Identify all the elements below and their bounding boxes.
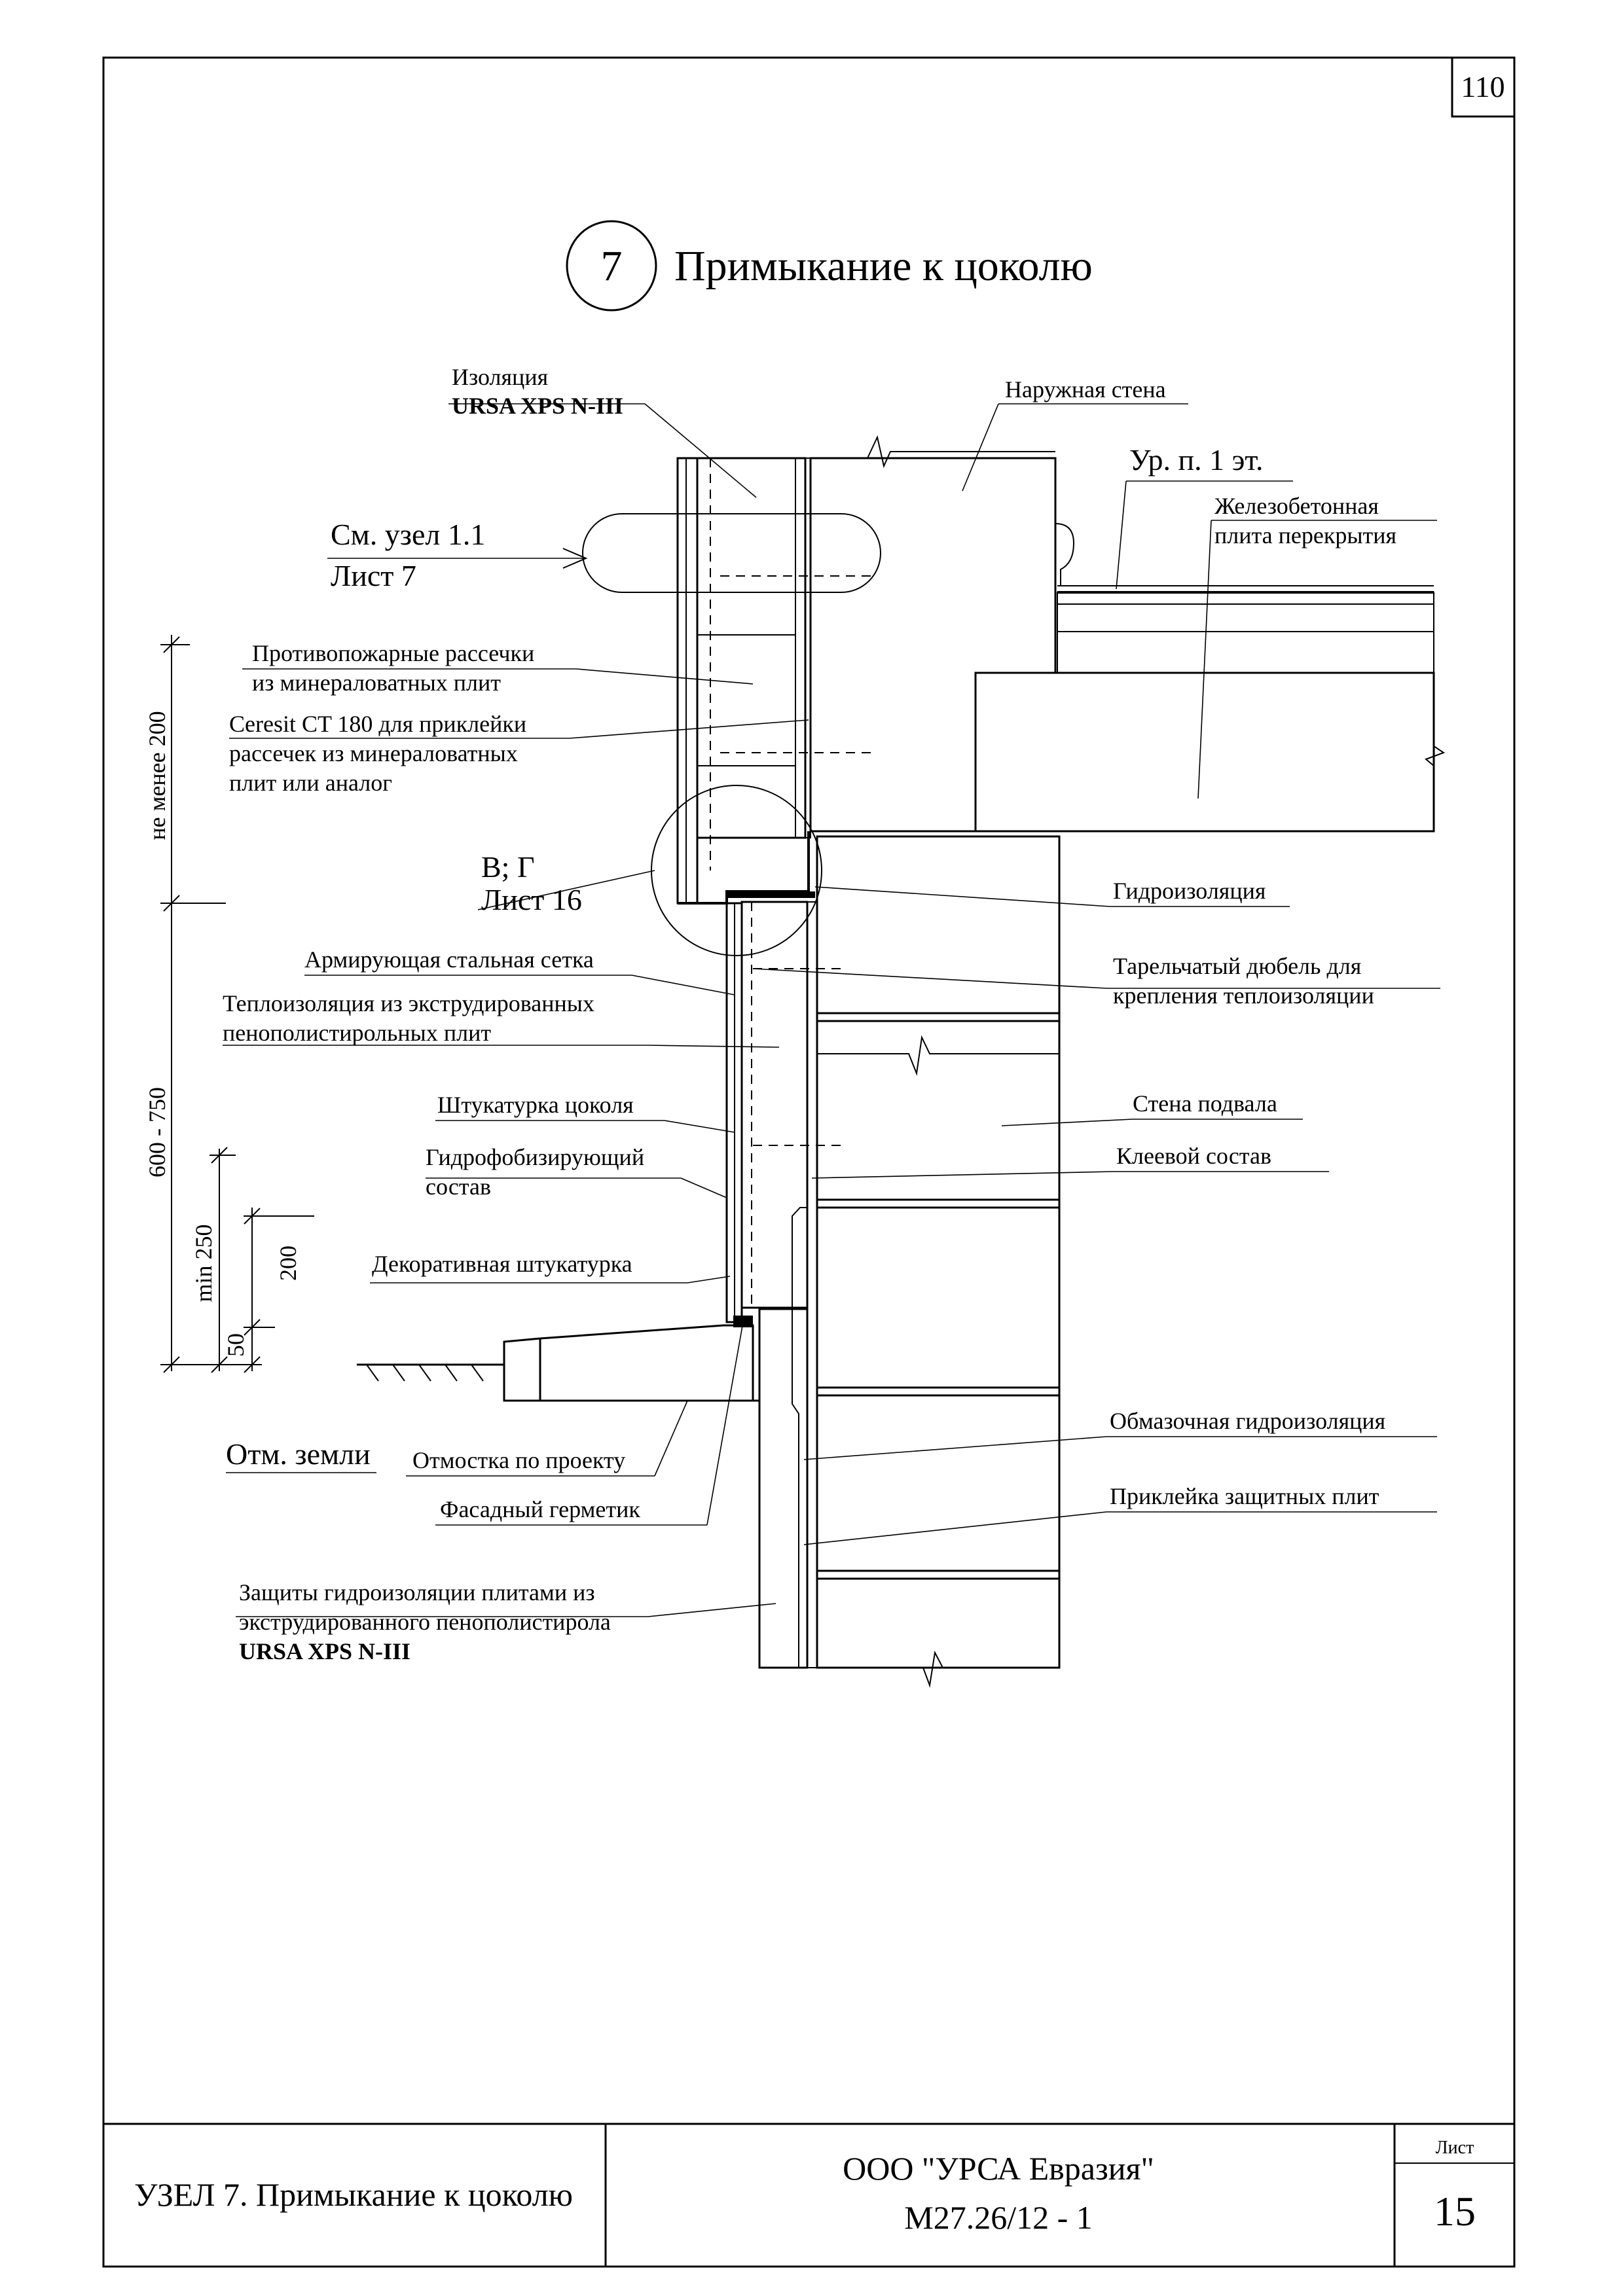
plinth-adhesive [807, 901, 818, 1668]
label-hydrophobic-2: состав [426, 1174, 491, 1200]
label-basement-wall: Стена подвала [1133, 1090, 1277, 1117]
reference-circle [651, 785, 822, 956]
label-adhesive: Клеевой состав [1116, 1143, 1271, 1169]
label-mesh: Армирующая стальная сетка [304, 946, 594, 973]
label-sealant: Фасадный герметик [440, 1496, 640, 1522]
sheet-frame [102, 56, 1516, 2268]
label-ref-vg-2: Лист 16 [481, 883, 582, 916]
leader-lines [223, 403, 1440, 1617]
label-xps-1: Теплоизоляция из экструдированных [223, 990, 594, 1016]
dim-200: 200 [275, 1246, 301, 1281]
callout-labels: Изоляция URSA XPS N-III Наружная стена У… [223, 364, 1396, 1664]
label-plinth-plaster: Штукатурка цоколя [437, 1092, 634, 1118]
label-protect-glue: Приклейка защитных плит [1110, 1483, 1379, 1509]
title-block: УЗЕЛ 7. Примыкание к цоколю ООО "УРСА Ев… [103, 2123, 1514, 2267]
upper-adhesive [795, 457, 811, 838]
title-block-sheet-number: 15 [1434, 2188, 1476, 2234]
label-insulation-2: URSA XPS N-III [452, 393, 623, 419]
basement-wall-hatched [816, 1206, 1061, 1389]
label-blind-area: Отмостка по проекту [412, 1447, 625, 1473]
dim-not-less-200: не менее 200 [144, 711, 170, 840]
label-see-node-1: См. узел 1.1 [331, 518, 485, 551]
dimension-lines [160, 635, 314, 1373]
title-block-doc-code: М27.26/12 - 1 [904, 2199, 1093, 2236]
label-ground-level: Отм. земли [226, 1437, 371, 1471]
fire-break [697, 634, 796, 766]
sheet-number-box [1451, 56, 1516, 118]
step-waterproofing [727, 891, 815, 898]
dim-600-750: 600 - 750 [144, 1087, 170, 1177]
floor-slab-shape [974, 672, 1435, 833]
sheet-number-top: 110 [1461, 70, 1504, 103]
label-decor-plaster: Декоративная штукатурка [372, 1251, 632, 1277]
label-fire-breaks-1: Противопожарные рассечки [252, 640, 534, 666]
label-ceresit-2: рассечек из минераловатных [229, 740, 518, 766]
title-block-company: ООО "УРСА Евразия" [843, 2150, 1154, 2187]
ground-line [357, 1363, 759, 1402]
page-title: Примыкание к цоколю [674, 242, 1093, 290]
label-xps-2: пенополистирольных плит [223, 1020, 491, 1046]
node-number: 7 [601, 242, 623, 290]
label-protection-2: экструдированного пенополистирола [239, 1609, 611, 1635]
title-block-caption: УЗЕЛ 7. Примыкание к цоколю [134, 2176, 573, 2213]
dim-min-250: min 250 [191, 1224, 217, 1302]
label-insulation-1: Изоляция [452, 364, 548, 390]
label-slab-2: плита перекрытия [1214, 522, 1396, 548]
see-node-bubble [582, 513, 881, 593]
protection-xps [758, 1308, 809, 1669]
upper-plaster [676, 457, 699, 905]
label-dowel-2: крепления теплоизоляции [1113, 982, 1374, 1009]
upper-insulation [696, 457, 807, 839]
plinth-insulation [740, 901, 809, 1309]
label-protection-1: Защиты гидроизоляции плитами из [239, 1579, 595, 1605]
label-dowel-1: Тарельчатый дюбель для [1113, 953, 1361, 979]
label-see-node-2: Лист 7 [331, 559, 416, 592]
title-block-sheet-label: Лист [1436, 2138, 1474, 2158]
label-ref-vg-1: В; Г [481, 850, 535, 884]
blind-area [503, 1324, 754, 1402]
node-number-circle [566, 220, 657, 312]
label-outer-wall: Наружная стена [1005, 376, 1166, 403]
label-hydrophobic-1: Гидрофобизирующий [426, 1144, 644, 1170]
label-slab-1: Железобетонная [1214, 493, 1379, 519]
coating-waterproofing [792, 1207, 808, 1668]
dim-50: 50 [223, 1333, 249, 1357]
section-drawing [357, 435, 1446, 1688]
label-coating-wp: Обмазочная гидроизоляция [1110, 1408, 1385, 1434]
floor-screed [1057, 592, 1434, 605]
label-ceresit-1: Ceresit CT 180 для приклейки [229, 711, 526, 737]
label-ceresit-3: плит или аналог [229, 770, 392, 796]
dimension-labels: не менее 200 600 - 750 min 250 200 50 [144, 711, 301, 1357]
label-waterproofing: Гидроизоляция [1113, 878, 1266, 904]
label-fire-breaks-2: из минераловатных плит [252, 670, 501, 696]
floor-layer [1057, 603, 1434, 632]
basement-wall [816, 835, 1061, 1669]
facade-sealant [733, 1316, 753, 1327]
label-protection-3: URSA XPS N-III [239, 1638, 410, 1664]
floor-insulation [1057, 631, 1434, 673]
label-floor-level: Ур. п. 1 эт. [1129, 443, 1264, 476]
